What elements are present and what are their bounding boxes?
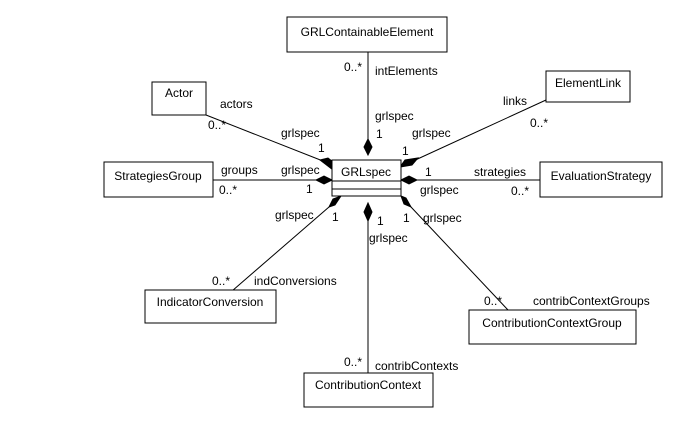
class-name-element-link: ElementLink	[555, 76, 622, 90]
int-elements-diamond	[363, 137, 373, 157]
ind-conversions-owner-multiplicity: 1	[332, 210, 339, 224]
actors-owner-multiplicity: 1	[318, 141, 325, 155]
contrib-context-groups-owner-role: grlspec	[423, 211, 462, 225]
class-indicator-conversion[interactable]: IndicatorConversion	[144, 289, 277, 324]
class-name-indicator-conversion: IndicatorConversion	[157, 295, 264, 309]
class-contribution-context-group[interactable]: ContributionContextGroup	[468, 309, 637, 345]
groups-multiplicity: 0..*	[219, 183, 237, 197]
class-name-grl-containable-element: GRLContainableElement	[301, 25, 434, 39]
contrib-context-groups-line	[410, 206, 509, 311]
contrib-context-groups-role: contribContextGroups	[533, 294, 650, 308]
ind-conversions-multiplicity: 0..*	[212, 274, 230, 288]
actors-role: actors	[220, 97, 253, 111]
groups-owner-multiplicity: 1	[306, 182, 313, 196]
contrib-context-groups-diamond	[400, 195, 413, 209]
contrib-context-groups-multiplicity: 0..*	[484, 294, 502, 308]
class-actor[interactable]: Actor	[151, 81, 207, 116]
groups-role: groups	[221, 163, 258, 177]
groups-owner-role: grlspec	[281, 163, 320, 177]
actors-line	[205, 114, 329, 164]
class-element-link[interactable]: ElementLink	[545, 70, 631, 103]
class-contribution-context[interactable]: ContributionContext	[303, 372, 434, 408]
ind-conversions-role: indConversions	[254, 274, 337, 288]
actors-multiplicity: 0..*	[208, 118, 226, 132]
contrib-contexts-multiplicity: 0..*	[344, 355, 362, 369]
class-name-evaluation-strategy: EvaluationStrategy	[551, 169, 652, 183]
class-name-contribution-context: ContributionContext	[315, 378, 422, 392]
contrib-contexts-owner-multiplicity: 1	[377, 214, 384, 228]
contrib-contexts-role: contribContexts	[375, 359, 458, 373]
class-grlspec[interactable]: GRLspec	[331, 159, 402, 197]
class-name-strategies-group: StrategiesGroup	[114, 169, 202, 183]
links-owner-role: grlspec	[412, 126, 451, 140]
ind-conversions-diamond	[328, 194, 343, 208]
strategies-role: strategies	[474, 165, 526, 179]
class-name-grlspec: GRLspec	[341, 165, 391, 179]
strategies-owner-multiplicity: 1	[425, 165, 432, 179]
contrib-contexts-owner-role: grlspec	[369, 231, 408, 245]
class-strategies-group[interactable]: StrategiesGroup	[103, 161, 214, 198]
groups-diamond	[314, 175, 334, 185]
strategies-diamond	[399, 175, 419, 185]
contrib-contexts-diamond	[363, 201, 373, 223]
class-grl-containable-element[interactable]: GRLContainableElement	[286, 16, 448, 53]
links-multiplicity: 0..*	[530, 116, 548, 130]
links-role: links	[503, 94, 527, 108]
strategies-multiplicity: 0..*	[511, 184, 529, 198]
association-lines	[205, 52, 547, 373]
strategies-owner-role: grlspec	[420, 183, 459, 197]
contrib-context-groups-owner-multiplicity: 1	[403, 211, 410, 225]
int-elements-owner-role: grlspec	[375, 109, 414, 123]
links-diamond	[398, 157, 420, 168]
int-elements-multiplicity: 0..*	[344, 60, 362, 74]
links-owner-multiplicity: 1	[402, 144, 409, 158]
class-evaluation-strategy[interactable]: EvaluationStrategy	[539, 161, 663, 198]
int-elements-owner-multiplicity: 1	[376, 127, 383, 141]
class-name-contribution-context-group: ContributionContextGroup	[482, 316, 622, 330]
ind-conversions-line	[231, 206, 330, 292]
class-name-actor: Actor	[165, 86, 193, 100]
int-elements-role: intElements	[375, 64, 438, 78]
actors-owner-role: grlspec	[281, 126, 320, 140]
links-line	[410, 99, 547, 163]
ind-conversions-owner-role: grlspec	[275, 208, 314, 222]
